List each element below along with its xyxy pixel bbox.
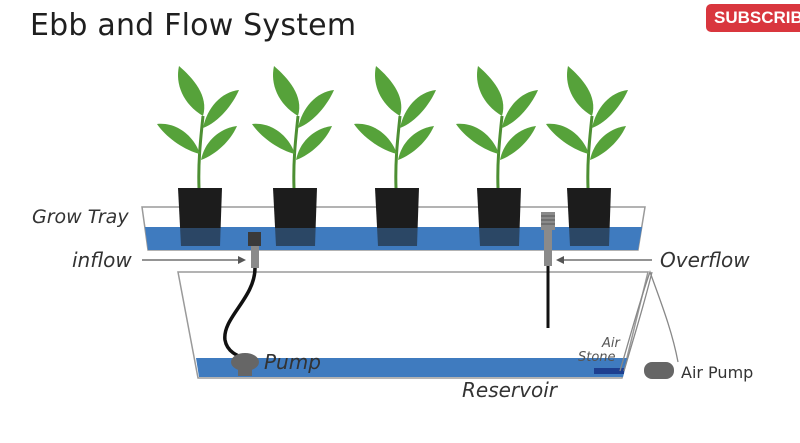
plant-3 [352,64,438,190]
inflow-label: inflow [72,248,132,272]
air-pump-icon [644,362,674,379]
reservoir-tank [177,271,649,379]
plant-pot-5 [567,188,611,246]
plant-2 [250,64,336,190]
air-stone [594,368,624,374]
overflow-label: Overflow [660,248,750,272]
reservoir-label: Reservoir [462,378,557,402]
air-stone-label-2: Stone [578,350,616,365]
reservoir-water [196,358,628,377]
inflow-fitting [248,232,261,246]
overflow-pipe [544,230,552,266]
air-pump-label: Air Pump [681,363,754,382]
plant-pot-3 [375,188,419,246]
air-stone-label-1: Air [602,336,620,351]
air-line [619,270,679,372]
inflow-pipe [251,246,259,268]
pump-label: Pump [264,350,321,374]
grow-tray-label: Grow Tray [32,206,129,228]
pump-icon [231,353,259,371]
overflow-fitting [541,212,555,230]
plant-pot-1 [178,188,222,246]
diagram-title: Ebb and Flow System [30,8,357,43]
plant-5 [544,64,630,190]
subscribe-button[interactable]: SUBSCRIBE ⓘ [706,4,800,32]
plant-1 [155,64,241,190]
subscribe-label: SUBSCRIBE [714,8,800,27]
plant-4 [454,64,540,190]
plant-pot-4 [477,188,521,246]
plant-pot-2 [273,188,317,246]
